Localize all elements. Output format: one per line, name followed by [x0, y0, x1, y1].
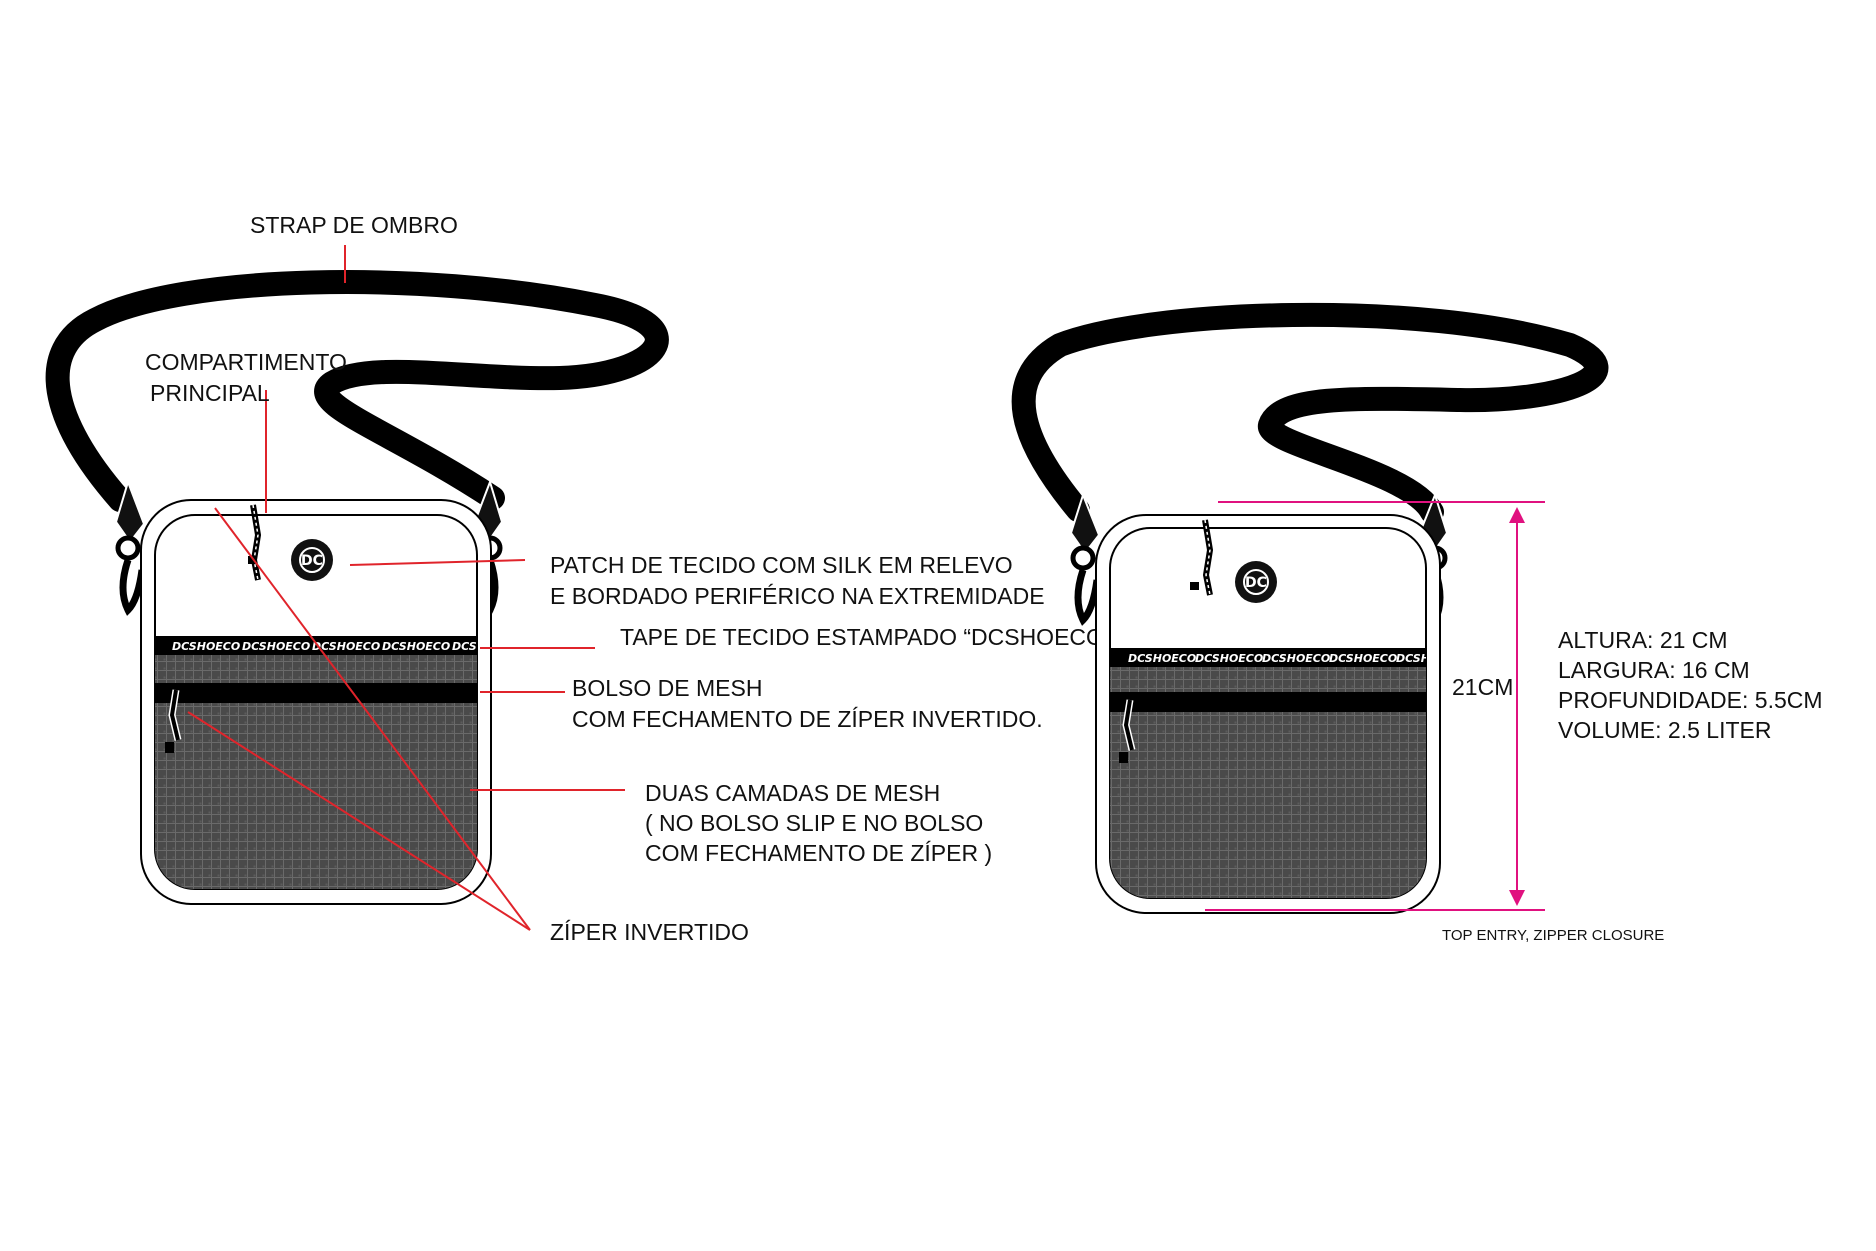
label-shoulder-strap: STRAP DE OMBRO: [250, 212, 458, 238]
tape-print: DCSHOECO: [1329, 652, 1397, 665]
shoulder-strap: [1011, 302, 1609, 524]
label-mesh-layers: DUAS CAMADAS DE MESH: [645, 780, 940, 806]
svg-text:DC: DC: [301, 553, 323, 569]
tape-print: DCSHOECO: [1128, 652, 1196, 665]
closure-note: TOP ENTRY, ZIPPER CLOSURE: [1442, 927, 1664, 944]
tape-print: DCSHOECO: [242, 640, 310, 653]
dimension-view-bag: DCSHOECO DCSHOECO DCSHOECO DCSHOECO DCSH…: [1011, 302, 1609, 914]
left-strap-hook: [114, 478, 146, 616]
label-tape: TAPE DE TECIDO ESTAMPADO “DCSHOECO”: [620, 624, 1112, 650]
spec-width: LARGURA: 16 CM: [1558, 657, 1750, 683]
logo-tape: [155, 636, 477, 655]
label-inverted-zipper: ZÍPER INVERTIDO: [550, 919, 749, 945]
dc-logo-patch: DC: [1235, 561, 1277, 603]
label-main-compartment-2: PRINCIPAL: [150, 380, 270, 406]
label-patch: PATCH DE TECIDO COM SILK EM RELEVO: [550, 552, 1013, 578]
label-mesh-layers-2: ( NO BOLSO SLIP E NO BOLSO: [645, 810, 983, 836]
mesh-pocket-zipper: [155, 683, 477, 703]
callout-lines: [187, 245, 625, 931]
height-dimension: [1205, 501, 1545, 911]
pocket-zipper-pull: [165, 689, 182, 753]
tape-print: DCSHOECO: [1195, 652, 1263, 665]
front-view-bag: DCSHOECO DCSHOECO DCSHOECO DCSHOECO DCSH…: [45, 270, 669, 905]
spec-depth: PROFUNDIDADE: 5.5CM: [1558, 687, 1823, 713]
pocket-zipper-pull: [1119, 699, 1136, 763]
label-mesh-layers-3: COM FECHAMENTO DE ZÍPER ): [645, 840, 992, 866]
label-main-compartment: COMPARTIMENTO: [145, 349, 347, 375]
tape-print: DCSHOECO: [452, 640, 520, 653]
mesh-pocket-zipper: [1110, 692, 1426, 712]
spec-volume: VOLUME: 2.5 LITER: [1558, 717, 1771, 743]
tape-print: DCSHOECO: [172, 640, 240, 653]
label-mesh-pocket: BOLSO DE MESH: [572, 675, 762, 701]
main-zipper-pull: [1190, 519, 1214, 596]
label-patch-2: E BORDADO PERIFÉRICO NA EXTREMIDADE: [550, 583, 1045, 609]
label-mesh-pocket-2: COM FECHAMENTO DE ZÍPER INVERTIDO.: [572, 706, 1043, 732]
tape-print: DCSHOECO: [1262, 652, 1330, 665]
tape-print: DCSHOECO: [1396, 652, 1464, 665]
dc-logo-patch: DC: [291, 539, 333, 581]
tape-print: DCSHOECO: [382, 640, 450, 653]
main-zipper-pull: [248, 504, 262, 581]
tape-print: DCSHOECO: [312, 640, 380, 653]
spec-height: ALTURA: 21 CM: [1558, 627, 1728, 653]
logo-tape: [1110, 648, 1426, 667]
left-strap-hook: [1069, 492, 1101, 626]
shoulder-strap: [45, 270, 669, 512]
svg-text:DC: DC: [1245, 575, 1267, 591]
height-marker-label: 21CM: [1452, 674, 1513, 700]
